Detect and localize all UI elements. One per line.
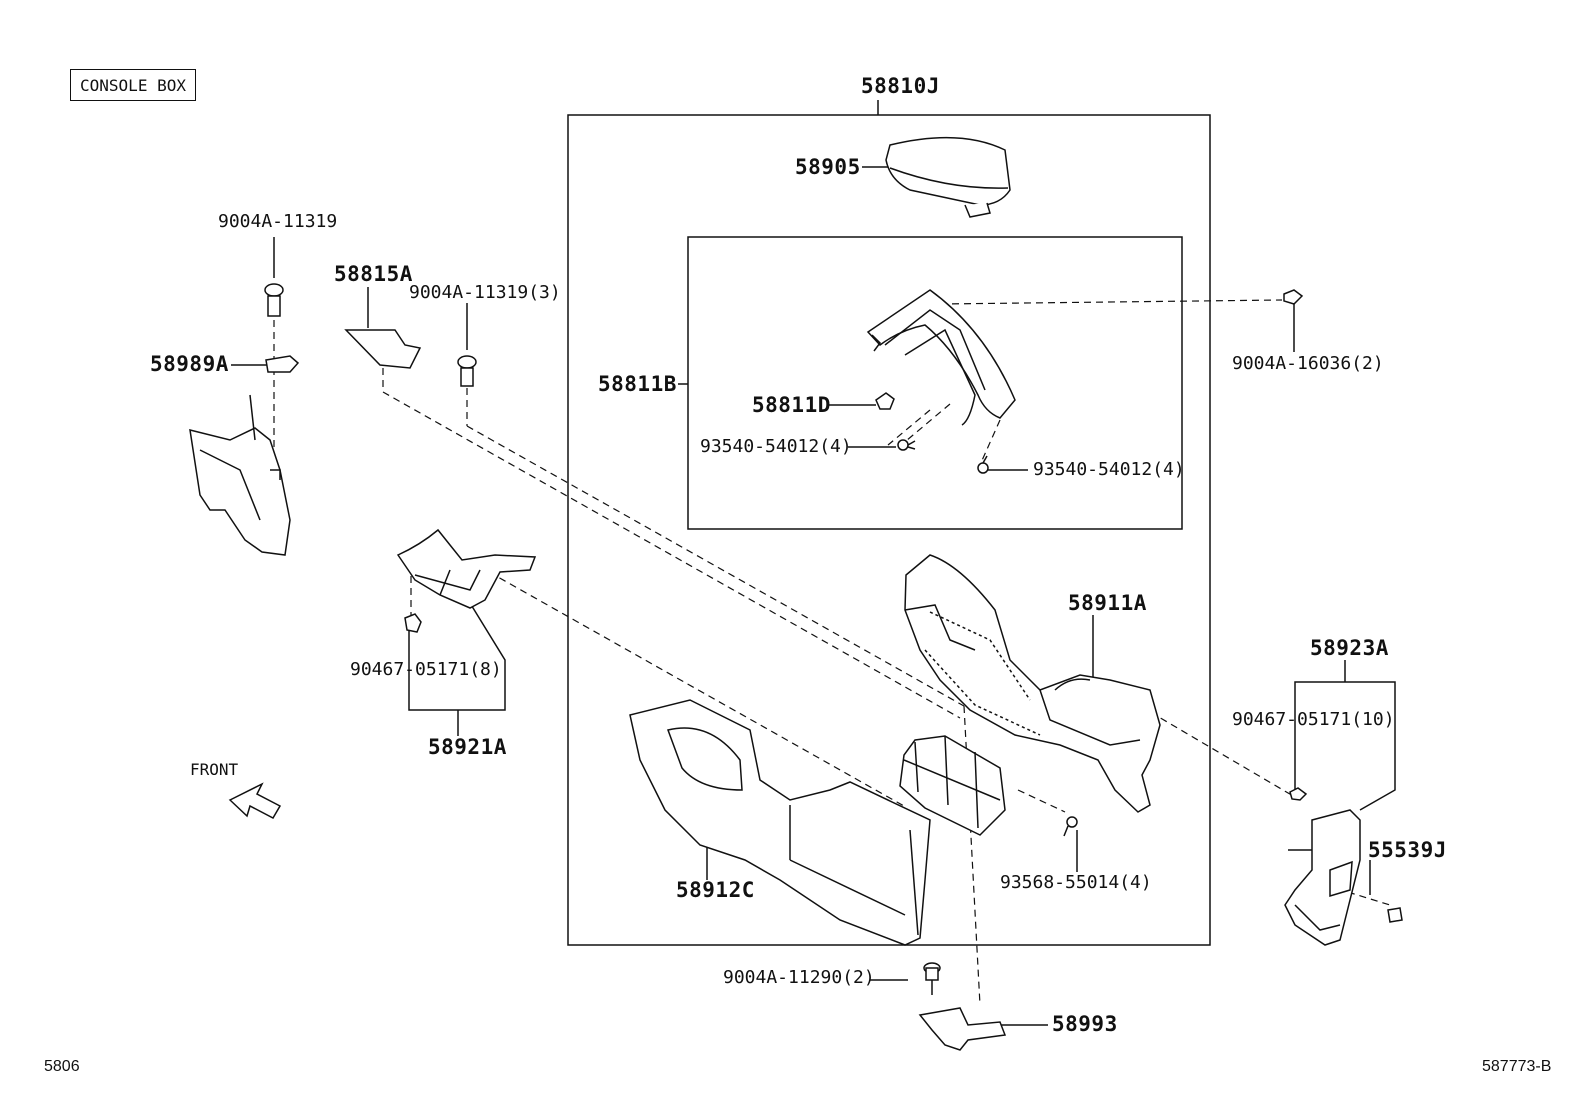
label-93568: 93568-55014(4) [1000, 872, 1152, 893]
label-58811B: 58811B [598, 372, 677, 396]
clip-90467-right [1289, 787, 1308, 801]
assembly-box-58810J [567, 114, 1211, 946]
clip-55539J [1387, 907, 1403, 923]
front-arrow-icon [228, 782, 282, 819]
screw-93540-left [897, 439, 916, 451]
label-90467-left: 90467-05171(8) [350, 659, 502, 680]
label-58911A: 58911A [1068, 591, 1147, 615]
subassembly-box-58811B [687, 236, 1183, 530]
label-58989A: 58989A [150, 352, 229, 376]
bracket-58993 [918, 1007, 1007, 1051]
storage-tray [899, 735, 1006, 836]
footer-left-code: 5806 [44, 1058, 80, 1075]
label-55539J: 55539J [1368, 838, 1447, 862]
armrest-lid-58905 [885, 136, 1011, 218]
label-58912C: 58912C [676, 878, 755, 902]
label-58905: 58905 [795, 155, 861, 179]
label-90467-right: 90467-05171(10) [1232, 709, 1395, 730]
label-93540-left: 93540-54012(4) [700, 436, 852, 457]
label-58815A: 58815A [334, 262, 413, 286]
label-58810J: 58810J [861, 74, 940, 98]
screw-93540-right [977, 455, 989, 474]
diagram-title: CONSOLE BOX [70, 69, 196, 101]
label-9004A-11319: 9004A-11319 [218, 211, 338, 232]
front-label: FRONT [190, 760, 239, 779]
side-panel-58912C [629, 699, 931, 946]
label-58993: 58993 [1052, 1012, 1118, 1036]
clip-90467-left [404, 613, 422, 633]
bolt-9004A-11290 [923, 962, 941, 995]
shift-bracket-left [189, 394, 291, 556]
label-58811D: 58811D [752, 393, 831, 417]
footer-right-code: 587773-B [1482, 1058, 1552, 1075]
label-9004A-11319-3: 9004A-11319(3) [409, 282, 561, 303]
rear-panel-58923A [1284, 809, 1361, 946]
trim-58921A [396, 528, 537, 609]
pad-58815A [344, 329, 422, 369]
bolt-9004A-11319-3 [457, 355, 477, 387]
clip-58989A [265, 355, 300, 373]
screw-93568 [1063, 816, 1078, 837]
bracket-58811B [866, 289, 1016, 426]
label-9004A-16036: 9004A-16036(2) [1232, 353, 1384, 374]
label-9004A-11290: 9004A-11290(2) [723, 967, 875, 988]
clip-58811D [875, 392, 895, 410]
label-58923A: 58923A [1310, 636, 1389, 660]
console-box-58911A [904, 554, 1161, 813]
label-58921A: 58921A [428, 735, 507, 759]
bolt-9004A-11319 [264, 283, 284, 317]
label-93540-right: 93540-54012(4) [1033, 459, 1185, 480]
clip-9004A-16036 [1283, 289, 1304, 305]
